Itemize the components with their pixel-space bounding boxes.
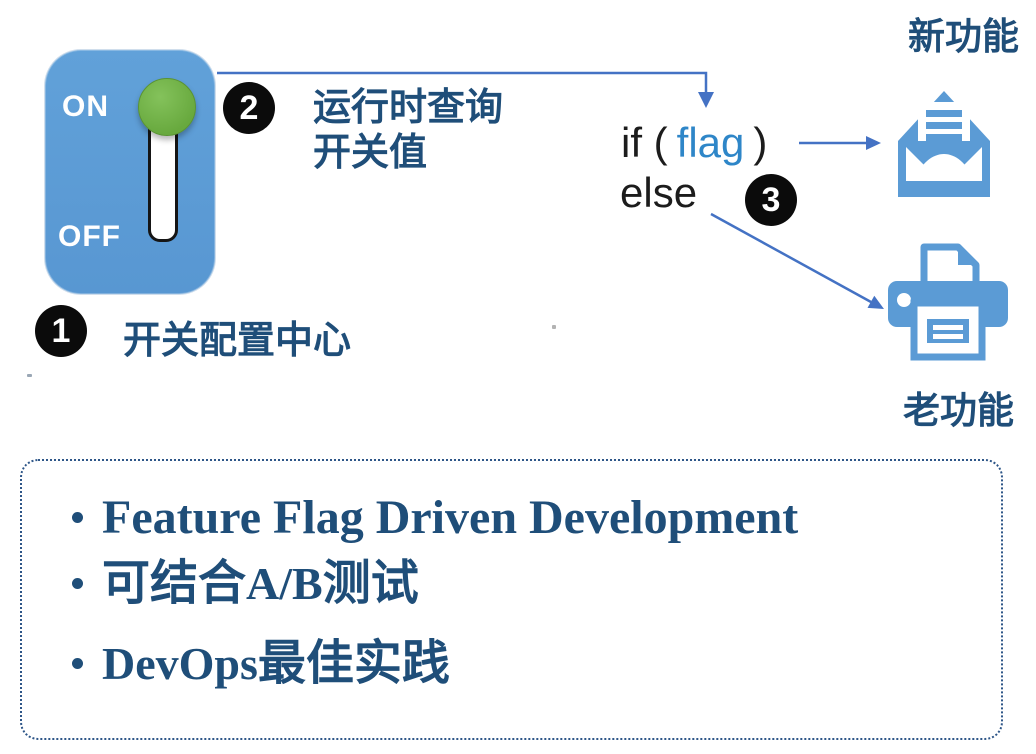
new-feature-label: 新功能: [908, 16, 1019, 57]
bullet-2-text: 可结合A/B测试: [102, 557, 419, 611]
artifact-speck: [552, 325, 556, 329]
bullet-dot: [72, 512, 83, 524]
bullet-3-seg-2: 最佳实践: [257, 637, 450, 690]
code-if-open: if (: [621, 119, 668, 166]
else-to-old-feature-arrow: [710, 212, 884, 309]
toggle-off-label: OFF: [58, 220, 121, 253]
toggle-knob: [138, 78, 196, 136]
bullet-2-seg-3: 测试: [322, 557, 419, 610]
bullet-2-seg-1: 可结合: [102, 557, 247, 610]
bullet-3-seg-1: DevOps: [102, 638, 258, 689]
code-else-line: else: [620, 169, 698, 216]
feature-toggle-switch: ON OFF: [45, 50, 215, 294]
bullet-dot: [72, 578, 83, 590]
if-to-new-feature-arrow: [799, 136, 881, 150]
open-mail-icon: [888, 85, 1000, 200]
artifact-speck: [27, 374, 32, 377]
step-3-number: 3: [761, 180, 781, 219]
bullet-devops-practice: DevOps最佳实践: [72, 637, 450, 691]
config-center-label: 开关配置中心: [123, 320, 352, 362]
step-2-badge: 2: [223, 82, 275, 134]
bullet-2-seg-2: A/B: [246, 558, 323, 609]
step-1-badge: 1: [35, 305, 87, 357]
code-if-line: if (flag): [621, 118, 767, 168]
step-1-number: 1: [51, 311, 71, 350]
printer-icon: [884, 243, 1012, 362]
summary-box: Feature Flag Driven Development 可结合A/B测试…: [20, 459, 1003, 740]
bullet-dot: [72, 658, 83, 670]
runtime-query-line1: 运行时查询: [313, 87, 504, 129]
step-2-number: 2: [239, 88, 259, 127]
bullet-1-text: Feature Flag Driven Development: [102, 491, 799, 544]
bullet-feature-flag-development: Feature Flag Driven Development: [72, 491, 798, 545]
runtime-query-label: 运行时查询 开关值: [313, 86, 503, 176]
code-flag-token: flag: [676, 119, 745, 166]
toggle-on-label: ON: [62, 90, 109, 123]
bullet-ab-testing: 可结合A/B测试: [72, 557, 419, 611]
old-feature-label: 老功能: [903, 390, 1014, 431]
bullet-3-text: DevOps最佳实践: [102, 637, 450, 691]
code-if-close: ): [753, 119, 768, 166]
runtime-query-line2: 开关值: [313, 132, 428, 174]
step-3-badge: 3: [745, 174, 797, 226]
